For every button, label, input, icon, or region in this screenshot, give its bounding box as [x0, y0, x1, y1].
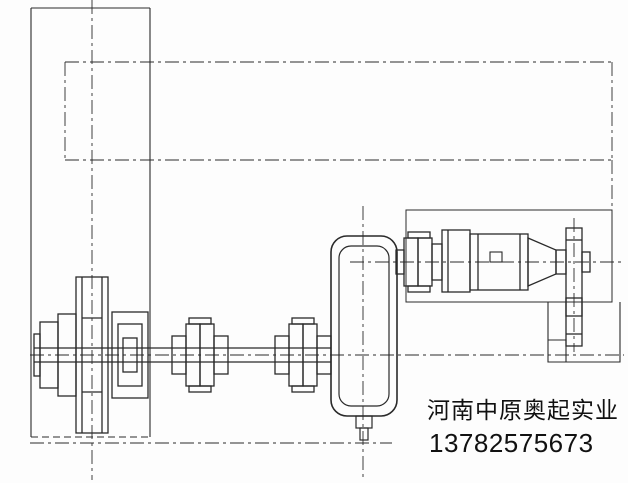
watermark-company-name: 河南中原奥起实业 — [427, 397, 619, 423]
support-column-outline — [30, 7, 151, 438]
rope-pulley-wheel — [75, 276, 109, 434]
watermark-phone-number: 13782575673 — [429, 428, 594, 458]
motor-enclosure-outline — [405, 209, 613, 303]
right-disc-plate — [565, 227, 591, 347]
shaft-coupling-left — [171, 317, 229, 393]
right-pillow-block — [111, 311, 149, 399]
mounting-bracket — [547, 302, 621, 363]
drive-shaft — [34, 347, 331, 363]
brake-wheel — [441, 229, 471, 293]
gearbox — [330, 235, 398, 441]
phantom-band-outline — [64, 61, 613, 161]
motor-coupling — [395, 231, 443, 293]
